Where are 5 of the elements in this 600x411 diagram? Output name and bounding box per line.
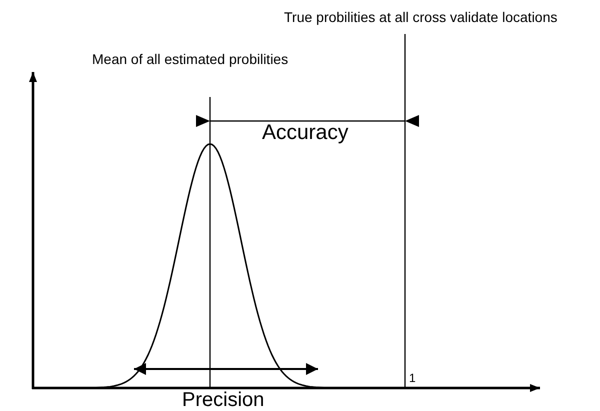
- measure-label: Precision: [182, 390, 264, 410]
- measure-label: Accuracy: [262, 122, 348, 143]
- annotation-text: True probilities at all cross validate locations: [284, 10, 558, 24]
- tick-label: 1: [409, 372, 416, 384]
- annotation-text: Mean of all estimated probilities: [92, 52, 288, 66]
